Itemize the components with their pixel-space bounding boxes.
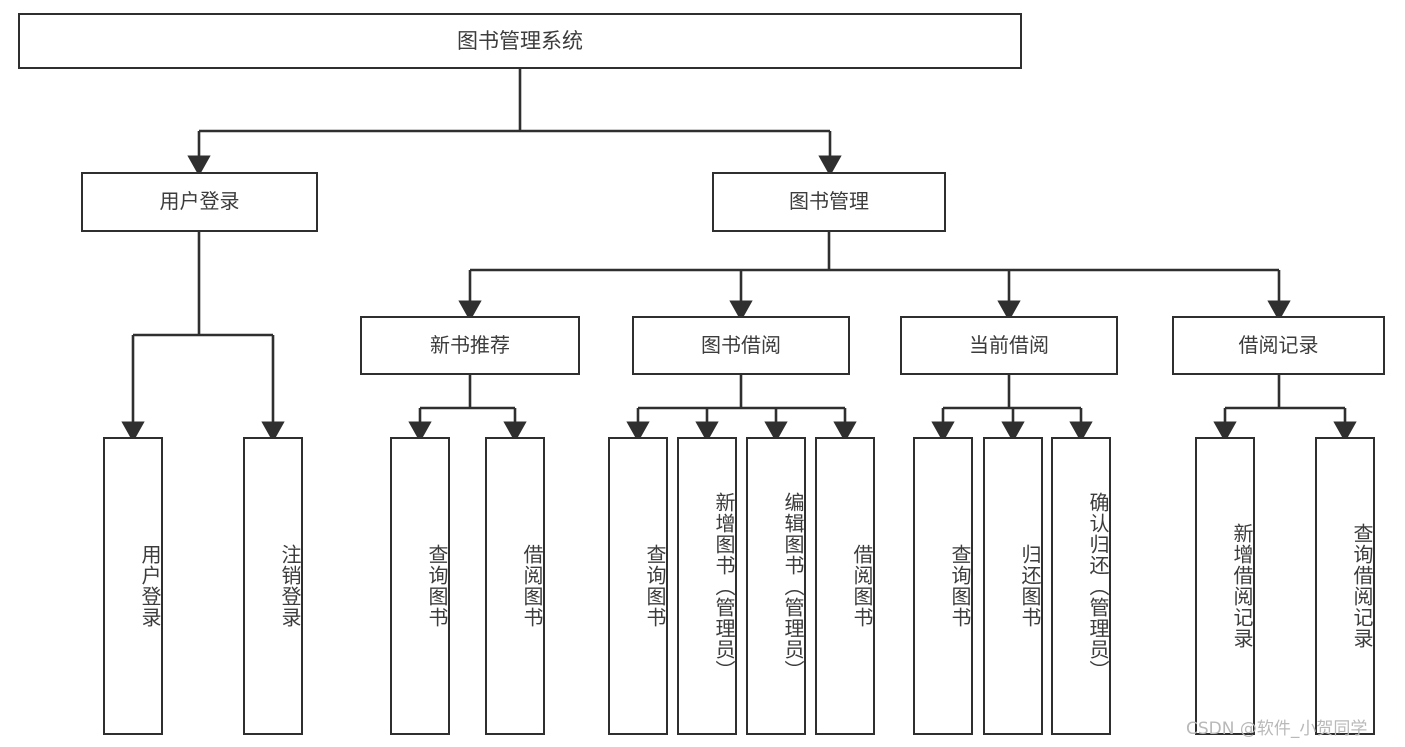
leaf-user-login[interactable]: 用户登录	[103, 437, 163, 735]
leaf-rec-add-record[interactable]: 新增借阅记录	[1195, 437, 1255, 735]
leaf-borrow-edit-book[interactable]: 编辑图书（管理员）	[746, 437, 806, 735]
node-label: 用户登录	[138, 544, 162, 628]
node-label: 查询借阅记录	[1350, 523, 1374, 649]
node-label: 图书管理	[789, 189, 869, 214]
node-label: 确认归还（管理员）	[1086, 491, 1110, 681]
leaf-cur-query-book[interactable]: 查询图书	[913, 437, 973, 735]
node-label: 新书推荐	[430, 332, 510, 357]
node-label: 新增图书（管理员）	[712, 491, 736, 681]
node-label: 查询图书	[643, 544, 667, 628]
node-label: 用户登录	[159, 189, 240, 214]
node-new-book-recommend[interactable]: 新书推荐	[360, 316, 580, 375]
node-label: 编辑图书（管理员）	[781, 491, 805, 681]
leaf-cur-return-book[interactable]: 归还图书	[983, 437, 1043, 735]
node-root-system[interactable]: 图书管理系统	[18, 13, 1022, 69]
leaf-user-logout[interactable]: 注销登录	[243, 437, 303, 735]
node-borrow-record[interactable]: 借阅记录	[1172, 316, 1385, 375]
node-label: 借阅记录	[1238, 332, 1319, 357]
node-label: 借阅图书	[850, 544, 874, 628]
leaf-borrow-borrow-book[interactable]: 借阅图书	[815, 437, 875, 735]
node-label: 新增借阅记录	[1230, 523, 1254, 649]
node-label: 借阅图书	[520, 544, 544, 628]
node-label: 查询图书	[948, 544, 972, 628]
node-user-login[interactable]: 用户登录	[81, 172, 318, 232]
node-label: 注销登录	[278, 544, 302, 628]
leaf-rec-query-book[interactable]: 查询图书	[390, 437, 450, 735]
leaf-rec-query-record[interactable]: 查询借阅记录	[1315, 437, 1375, 735]
watermark-text: CSDN @软件_小贺同学	[1186, 719, 1368, 739]
leaf-cur-confirm-return[interactable]: 确认归还（管理员）	[1051, 437, 1111, 735]
node-label: 归还图书	[1018, 544, 1042, 628]
node-label: 当前借阅	[969, 332, 1049, 357]
leaf-borrow-query-book[interactable]: 查询图书	[608, 437, 668, 735]
leaf-borrow-add-book[interactable]: 新增图书（管理员）	[677, 437, 737, 735]
node-current-borrow[interactable]: 当前借阅	[900, 316, 1118, 375]
node-book-manage[interactable]: 图书管理	[712, 172, 946, 232]
leaf-rec-borrow-book[interactable]: 借阅图书	[485, 437, 545, 735]
node-label: 图书借阅	[701, 332, 781, 357]
node-label: 查询图书	[425, 544, 449, 628]
node-label: 图书管理系统	[457, 28, 583, 53]
node-book-borrow[interactable]: 图书借阅	[632, 316, 850, 375]
